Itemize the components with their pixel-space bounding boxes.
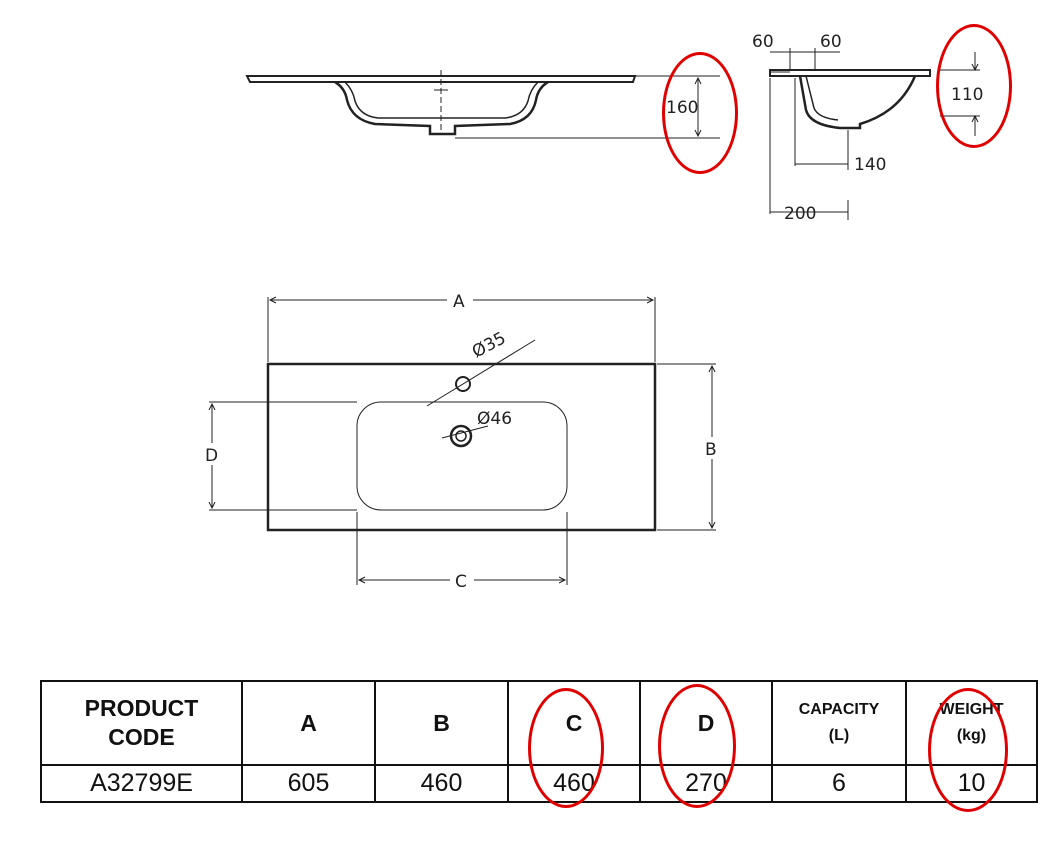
dim-label-a: A xyxy=(453,292,465,312)
header-a: A xyxy=(241,680,376,766)
cell-capacity: 6 xyxy=(771,764,907,803)
dim-label-b: B xyxy=(705,440,717,460)
tap-hole-dim: Ø35 xyxy=(469,328,509,362)
basin-depth-dim: 140 xyxy=(854,155,886,175)
dim-label-d: D xyxy=(205,446,218,466)
end-dim-right: 60 xyxy=(820,32,842,52)
header-b: B xyxy=(374,680,509,766)
highlight-ring-c xyxy=(528,688,604,808)
cell-product-code: A32799E xyxy=(40,764,243,803)
cell-a: 605 xyxy=(241,764,376,803)
highlight-ring-weight xyxy=(928,688,1008,812)
overall-depth-dim: 200 xyxy=(784,204,816,224)
plan-view xyxy=(208,296,716,585)
cell-b: 460 xyxy=(374,764,509,803)
dim-label-c: C xyxy=(455,572,467,592)
front-elevation xyxy=(245,70,720,139)
header-capacity: CAPACITY(L) xyxy=(771,680,907,766)
technical-drawing: 160 60 60 110 140 200 xyxy=(205,32,984,592)
waste-hole-dim: Ø46 xyxy=(477,409,512,429)
highlight-ring-110 xyxy=(936,24,1012,148)
end-dim-left: 60 xyxy=(752,32,774,52)
highlight-ring-d xyxy=(658,684,736,808)
highlight-ring-160 xyxy=(662,52,738,174)
